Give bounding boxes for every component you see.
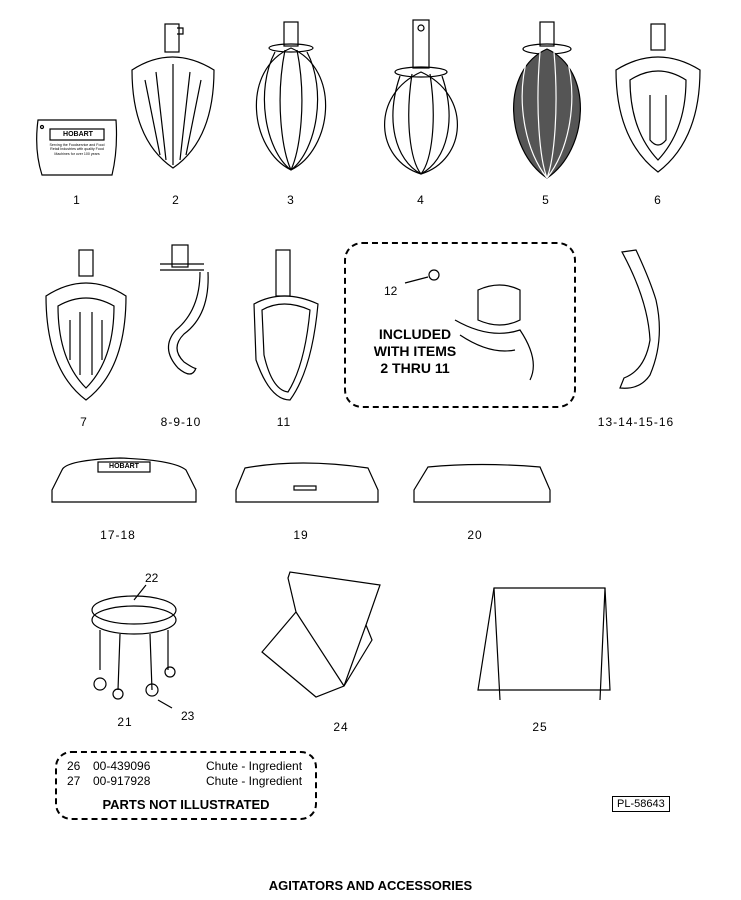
item-label-8-9-10: 8-9-10 xyxy=(160,415,202,429)
spiral-dough-arm-drawing xyxy=(619,249,660,389)
included-note: INCLUDED WITH ITEMS 2 THRU 11 xyxy=(373,326,457,376)
parts-not-illustrated-box: 26 00-439096 Chute - Ingredient 27 00-91… xyxy=(55,751,317,820)
callout-22: 22 xyxy=(145,571,159,585)
bowl-guard-19-drawing xyxy=(235,462,379,503)
nameplate-brand: HOBART xyxy=(63,131,93,138)
bowl-dolly-drawing xyxy=(91,584,177,709)
item-number: 26 xyxy=(67,759,81,773)
item-label-4: 4 xyxy=(417,193,425,207)
parts-not-illustrated-title: PARTS NOT ILLUSTRATED xyxy=(102,797,270,812)
item-label-13-16: 13-14-15-16 xyxy=(597,415,675,429)
fine-wire-whip-drawing xyxy=(513,21,581,179)
chute-25-drawing xyxy=(477,587,611,701)
callout-23: 23 xyxy=(181,709,195,723)
part-description: Chute - Ingredient xyxy=(206,759,303,773)
item-label-24: 24 xyxy=(333,720,349,734)
dough-hook-drawing xyxy=(160,244,209,375)
part-description: Chute - Ingredient xyxy=(206,774,303,788)
part-number: 00-439096 xyxy=(93,759,151,773)
guard-17-logo-text: HOBART xyxy=(109,463,139,470)
pl-number: PL-58643 xyxy=(612,796,670,812)
nameplate-drawing xyxy=(36,119,118,176)
included-part-drawing xyxy=(404,269,534,381)
nameplate-tagline: Serving the Foodservice and Food Retail … xyxy=(49,143,105,156)
item-label-21: 21 xyxy=(117,715,133,729)
item-label-19: 19 xyxy=(293,528,309,542)
not-illustrated-row-26: 26 00-439096 Chute - Ingredient xyxy=(67,759,302,773)
included-parts-box: 12 INCLUDED WITH ITEMS 2 THRU 11 xyxy=(344,242,576,408)
part-number: 00-917928 xyxy=(93,774,151,788)
item-label-5: 5 xyxy=(542,193,550,207)
bowl-guard-17-drawing xyxy=(51,457,197,503)
bowl-ring-20-drawing xyxy=(413,463,551,503)
page-title: AGITATORS AND ACCESSORIES xyxy=(268,878,473,893)
item-label-17-18: 17-18 xyxy=(100,528,136,542)
item-label-20: 20 xyxy=(467,528,483,542)
item-label-6: 6 xyxy=(654,193,662,207)
item-label-2: 2 xyxy=(172,193,180,207)
not-illustrated-row-27: 27 00-917928 Chute - Ingredient xyxy=(67,774,302,788)
flat-beater-drawing xyxy=(131,23,215,169)
scraper-blade-drawing xyxy=(253,249,319,401)
chute-24-drawing xyxy=(261,571,381,698)
item-label-11: 11 xyxy=(276,415,292,429)
item-label-25: 25 xyxy=(532,720,548,734)
callout-12: 12 xyxy=(384,284,398,298)
wire-whip-drawing xyxy=(255,21,327,171)
heavy-wire-whip-drawing xyxy=(384,19,458,175)
item-label-3: 3 xyxy=(287,193,295,207)
item-label-7: 7 xyxy=(80,415,88,429)
beater-6-drawing xyxy=(615,23,701,173)
item-label-1: 1 xyxy=(73,193,81,207)
beater-7-drawing xyxy=(45,249,127,401)
item-number: 27 xyxy=(67,774,81,788)
